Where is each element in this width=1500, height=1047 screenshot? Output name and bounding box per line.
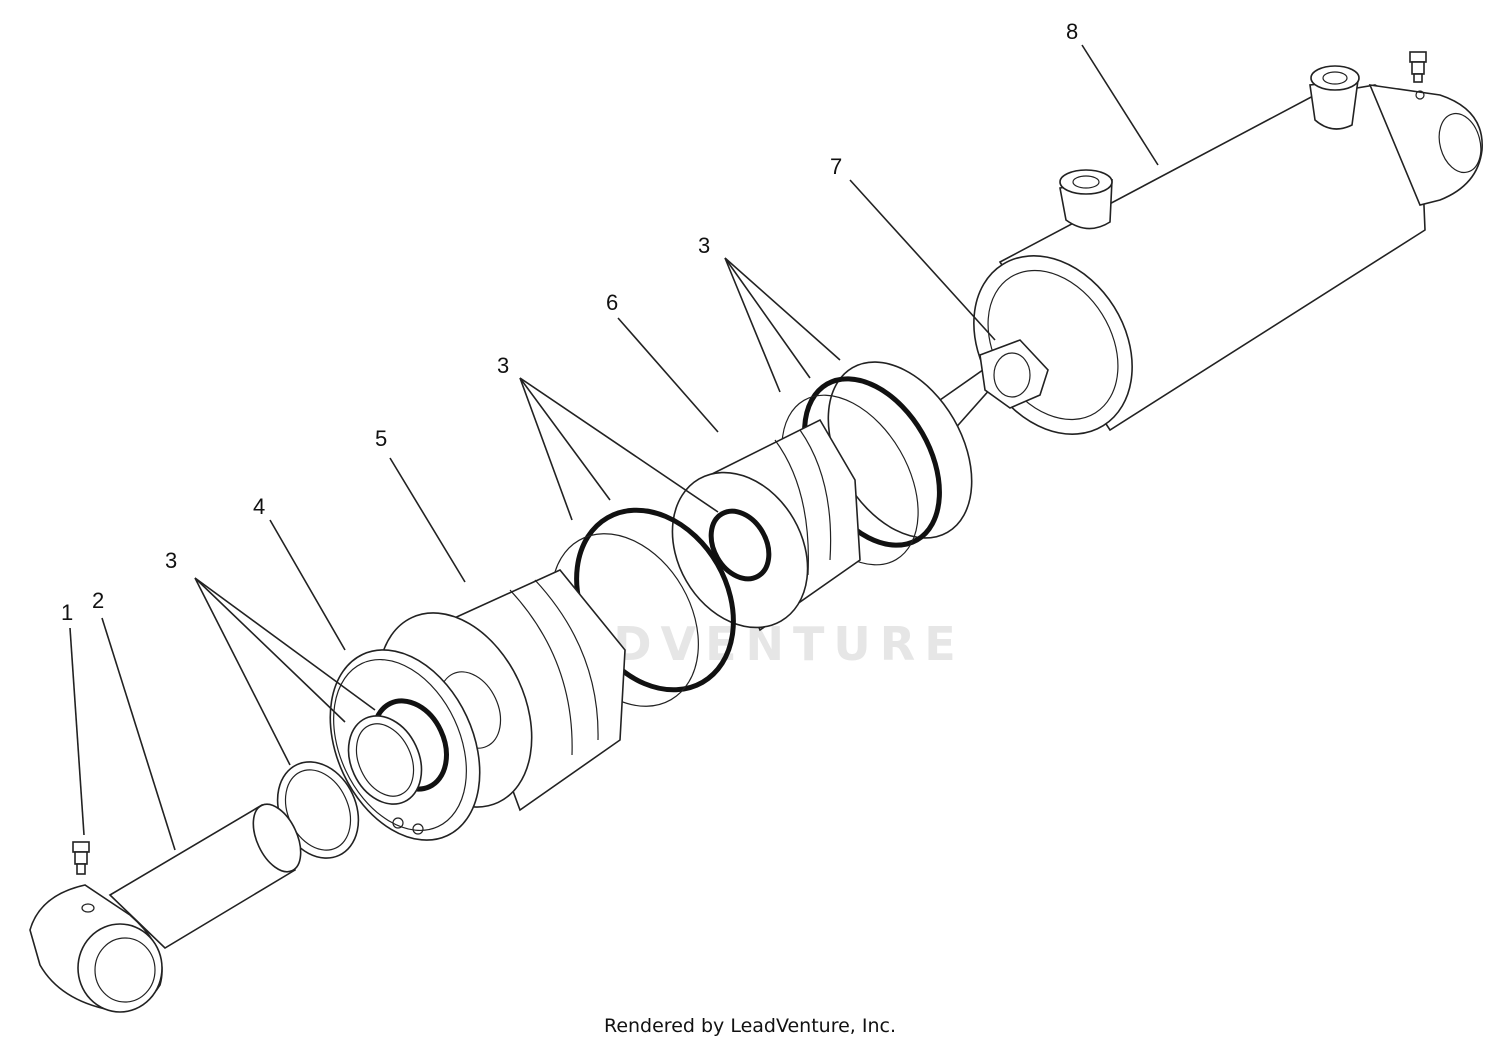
callout-6[interactable]: 6 <box>606 290 618 315</box>
callout-3[interactable]: 3 <box>497 353 509 378</box>
callout-4[interactable]: 4 <box>253 494 265 519</box>
callout-3[interactable]: 3 <box>698 233 710 258</box>
part-8-cylinder-barrel[interactable] <box>942 65 1487 464</box>
callout-labels: 1 2 3 4 5 3 6 3 7 8 <box>61 19 1078 625</box>
part-2-piston-rod[interactable] <box>29 797 310 1013</box>
part-3-seals-upper[interactable] <box>754 337 1001 589</box>
callout-1[interactable]: 1 <box>61 600 73 625</box>
callout-2[interactable]: 2 <box>92 588 104 613</box>
callout-5[interactable]: 5 <box>375 426 387 451</box>
part-7-nut[interactable] <box>939 339 1049 434</box>
callout-7[interactable]: 7 <box>830 154 842 179</box>
grease-fitting-rear-icon <box>1409 51 1427 100</box>
render-credit-text: Rendered by LeadVenture, Inc. <box>604 1015 896 1037</box>
callout-8[interactable]: 8 <box>1066 19 1078 44</box>
part-1-grease-fitting[interactable] <box>72 841 90 875</box>
part-6-piston[interactable] <box>645 418 861 652</box>
leader-lines <box>69 44 1159 851</box>
callout-3[interactable]: 3 <box>165 548 177 573</box>
